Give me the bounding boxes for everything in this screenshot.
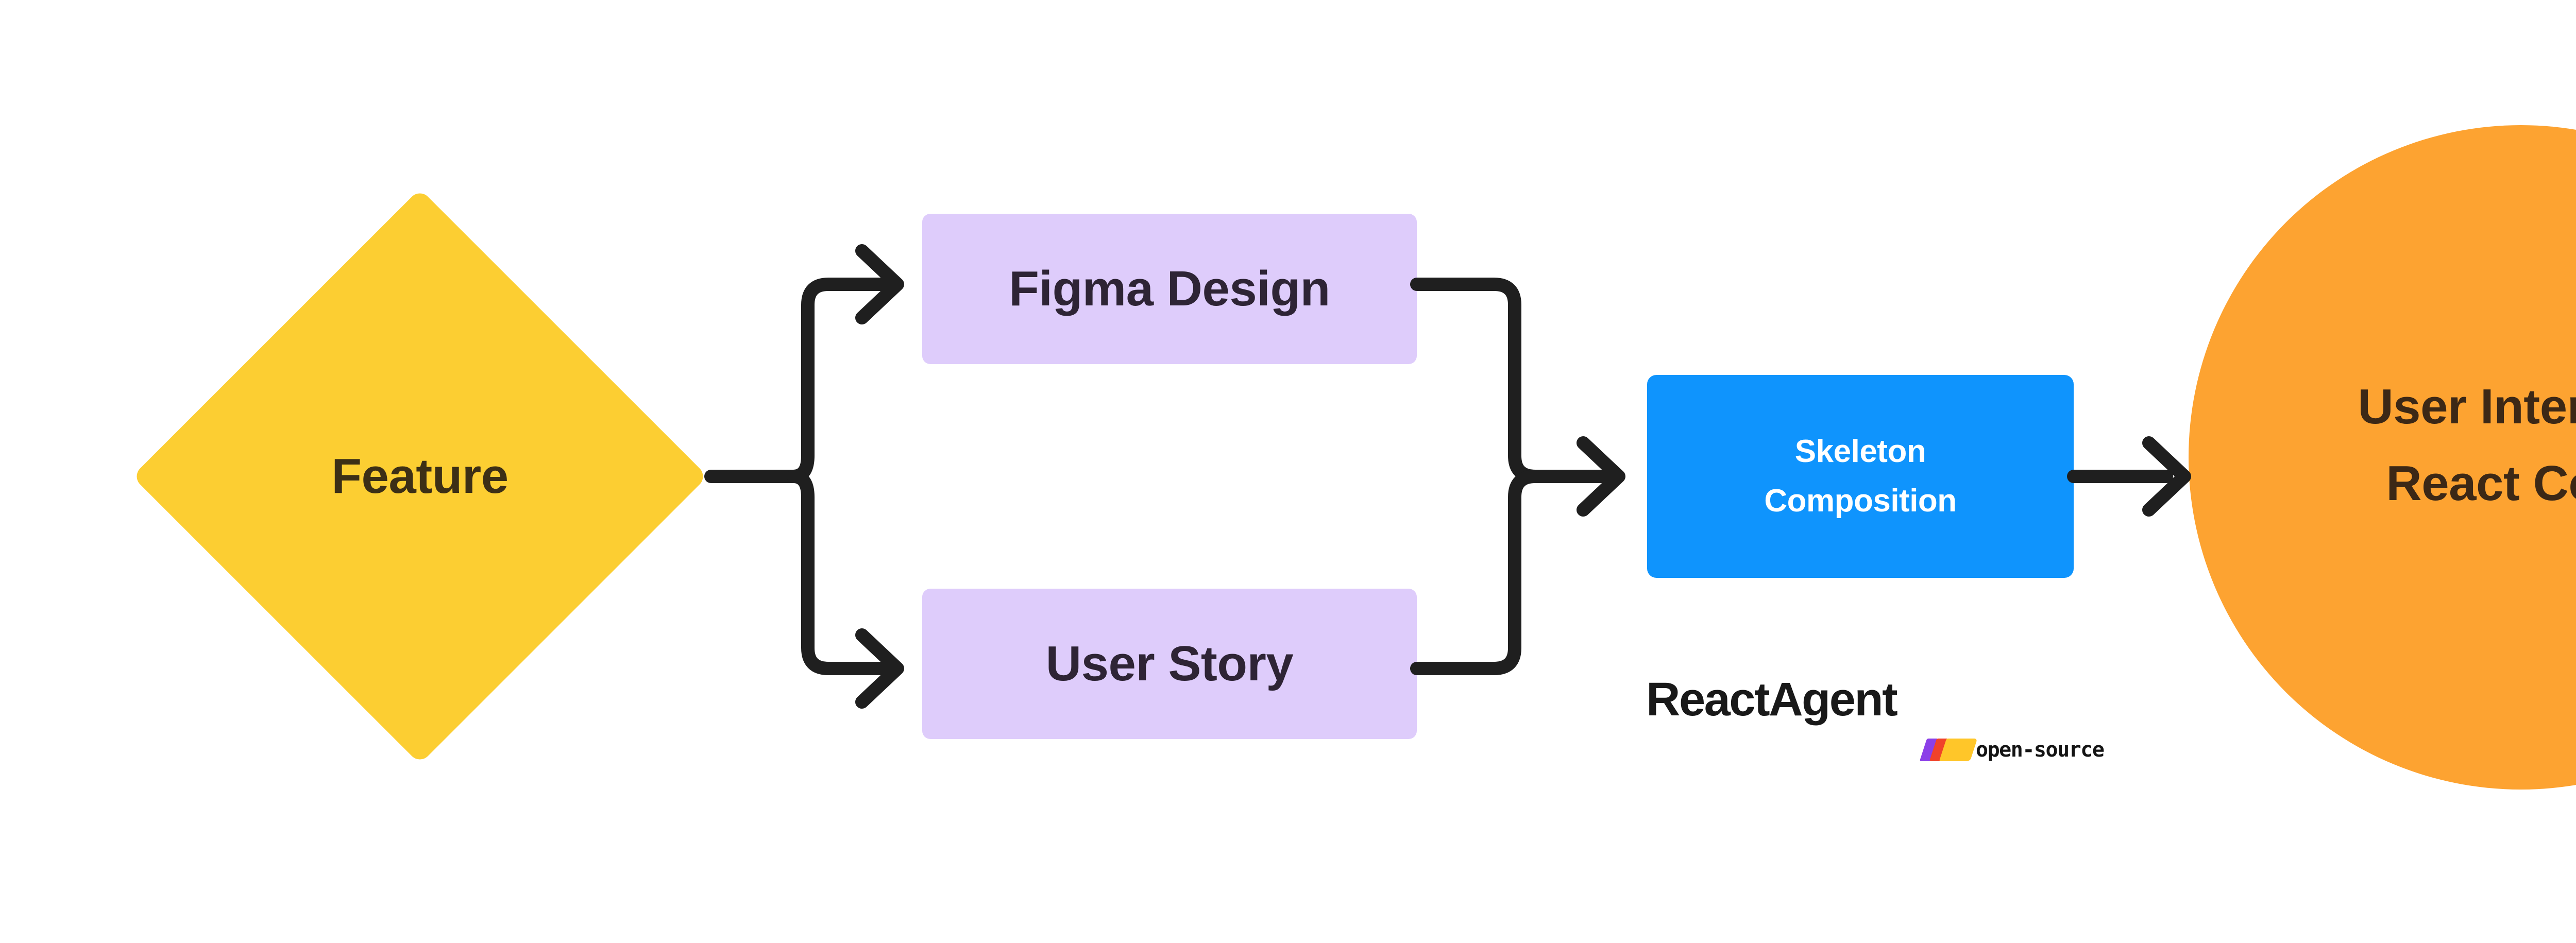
edge-feature-to-user-story: [787, 470, 903, 675]
arrowhead-to-figma-design: [855, 244, 904, 324]
arrowhead-to-user-story: [855, 628, 904, 709]
arrowhead-to-user-interface: [2142, 436, 2191, 517]
node-user-story-shape[interactable]: [922, 589, 1417, 739]
arrowhead-to-skeleton-composition: [1577, 436, 1625, 517]
node-skeleton-composition-shape[interactable]: [1647, 375, 2074, 578]
node-feature-shape[interactable]: [132, 188, 707, 764]
node-user-interface-react-code-shape[interactable]: [2189, 125, 2576, 790]
edge-user-story-to-skeleton: [1410, 470, 1624, 675]
node-figma-design-shape[interactable]: [922, 214, 1417, 364]
edge-feature-to-figma-design: [787, 278, 903, 483]
